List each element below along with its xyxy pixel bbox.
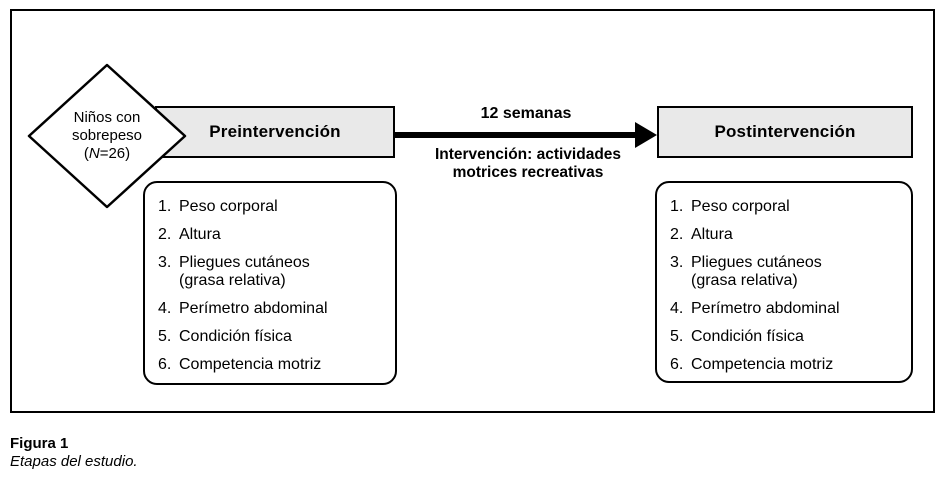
measurement-text: Pliegues cutáneos (grasa relativa) xyxy=(179,254,310,289)
duration-label: 12 semanas xyxy=(480,105,572,122)
population-label-line1: Niños con xyxy=(73,109,141,126)
measurement-number: 4. xyxy=(670,300,684,317)
measurement-number: 3. xyxy=(670,254,684,271)
arrow-shaft xyxy=(395,132,637,138)
measurement-item: 4. Perímetro abdominal xyxy=(670,300,903,318)
measurement-item: 3. Pliegues cutáneos (grasa relativa) xyxy=(158,254,387,290)
measurement-text: Peso corporal xyxy=(179,198,278,215)
population-sample-size: (N=26) xyxy=(84,145,130,163)
measurement-item: 6. Competencia motriz xyxy=(670,356,903,374)
measurement-item: 2. Altura xyxy=(158,226,387,244)
measurement-item: 1. Peso corporal xyxy=(158,198,387,216)
population-label-line2: sobrepeso xyxy=(71,127,143,144)
measurement-item: 5. Condición física xyxy=(158,328,387,346)
preintervention-box: Preintervención xyxy=(155,106,395,158)
measurement-number: 5. xyxy=(670,328,684,345)
intervention-label: Intervención: actividades motrices recre… xyxy=(434,146,622,181)
measurement-item: 4. Perímetro abdominal xyxy=(158,300,387,318)
measurement-text: Peso corporal xyxy=(691,198,790,215)
pre-measurements-box: 1. Peso corporal 2. Altura 3. Pliegues c… xyxy=(143,181,397,385)
measurement-item: 3. Pliegues cutáneos (grasa relativa) xyxy=(670,254,903,290)
measurement-number: 6. xyxy=(158,356,172,373)
measurement-item: 2. Altura xyxy=(670,226,903,244)
figure-number: Figura 1 xyxy=(10,435,69,452)
measurement-text: Perímetro abdominal xyxy=(179,300,328,317)
measurement-text: Condición física xyxy=(179,328,292,345)
measurement-number: 2. xyxy=(670,226,684,243)
measurement-item: 1. Peso corporal xyxy=(670,198,903,216)
measurement-number: 3. xyxy=(158,254,172,271)
measurement-item: 6. Competencia motriz xyxy=(158,356,387,374)
measurement-number: 2. xyxy=(158,226,172,243)
population-diamond xyxy=(27,63,187,209)
measurement-number: 4. xyxy=(158,300,172,317)
measurement-text: Condición física xyxy=(691,328,804,345)
measurement-number: 6. xyxy=(670,356,684,373)
measurement-item: 5. Condición física xyxy=(670,328,903,346)
timeline-arrow xyxy=(395,122,657,148)
population-label: Niños con sobrepeso (N=26) xyxy=(26,62,188,210)
measurement-text: Altura xyxy=(179,226,221,243)
arrow-head xyxy=(635,122,657,148)
sample-size-n: N xyxy=(88,145,100,162)
measurement-number: 5. xyxy=(158,328,172,345)
diamond-shape xyxy=(27,63,187,209)
figure-title: Etapas del estudio. xyxy=(10,452,138,470)
post-measurements-box: 1. Peso corporal 2. Altura 3. Pliegues c… xyxy=(655,181,913,383)
measurement-text: Perímetro abdominal xyxy=(691,300,840,317)
measurement-number: 1. xyxy=(670,198,684,215)
measurement-text: Competencia motriz xyxy=(179,356,322,373)
postintervention-label: Postintervención xyxy=(714,122,856,141)
measurement-number: 1. xyxy=(158,198,172,215)
figure-caption: Figura 1 Etapas del estudio. xyxy=(10,435,138,470)
sample-size-prefix: ( xyxy=(83,145,89,162)
measurement-text: Competencia motriz xyxy=(691,356,834,373)
sample-size-suffix: =26) xyxy=(99,145,131,162)
postintervention-box: Postintervención xyxy=(657,106,913,158)
preintervention-label: Preintervención xyxy=(209,122,341,141)
measurement-text: Pliegues cutáneos (grasa relativa) xyxy=(691,254,822,289)
measurement-text: Altura xyxy=(691,226,733,243)
